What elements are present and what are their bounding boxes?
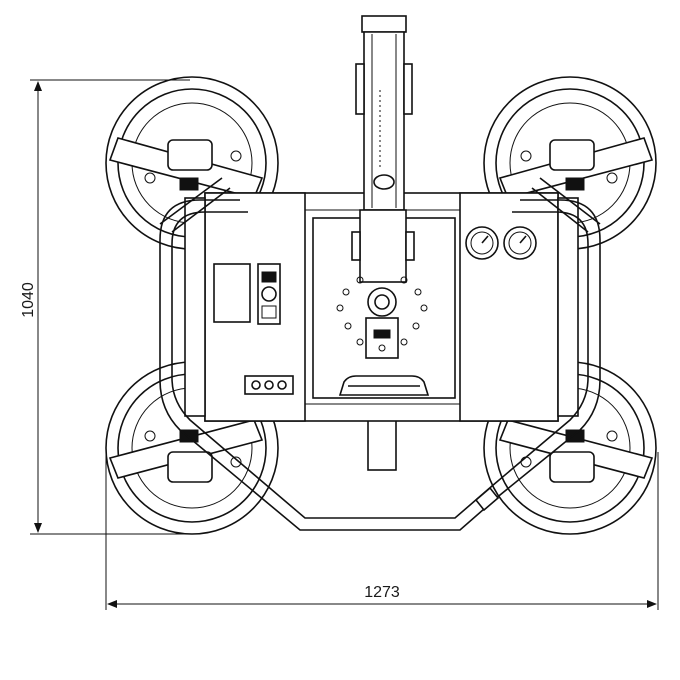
bolt-pattern (336, 276, 428, 346)
width-label: 1273 (364, 584, 400, 601)
height-label: 1040 (20, 282, 37, 318)
pressure-gauge-right (503, 226, 537, 260)
lower-stem (367, 419, 397, 471)
suction-pad-top-right (483, 76, 657, 250)
control-panel-left (213, 263, 294, 395)
height-dimension: 1040 (20, 79, 190, 535)
pressure-gauge-left (465, 226, 499, 260)
handle-bars (159, 177, 601, 531)
lifting-arm (351, 15, 415, 359)
width-dimension: 1273 (105, 452, 659, 610)
center-handle (338, 375, 430, 396)
